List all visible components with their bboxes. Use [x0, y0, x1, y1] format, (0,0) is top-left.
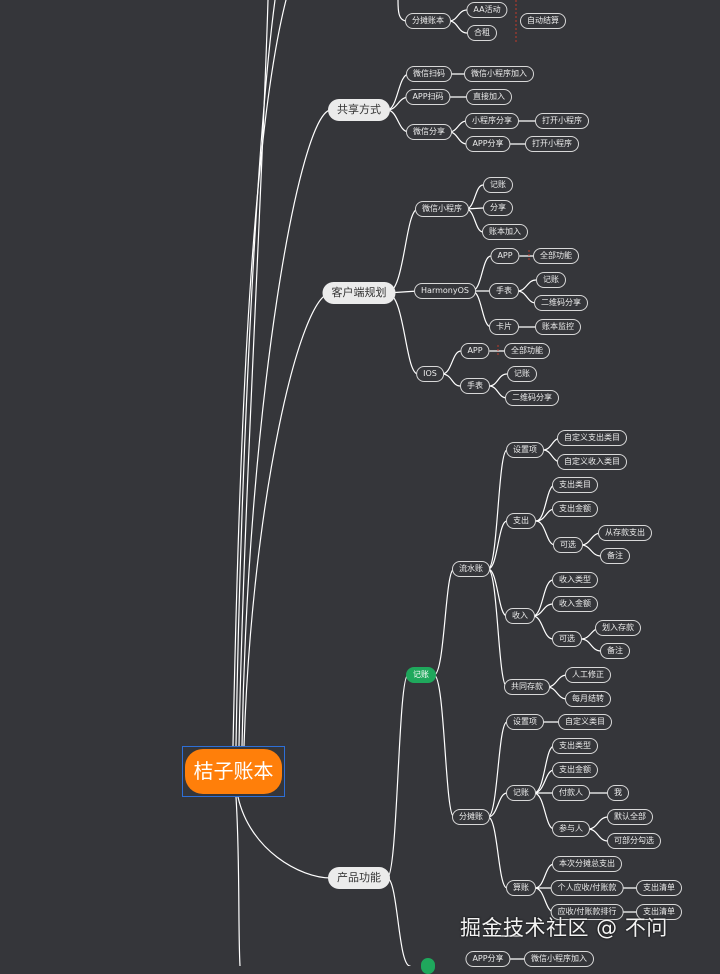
node-fenxiang[interactable]: 分享 — [483, 200, 513, 216]
node-zhangben-join[interactable]: 账本加入 — [482, 224, 528, 240]
node-zdy-in[interactable]: 自定义收入类目 — [557, 454, 627, 470]
node-zdy-lm[interactable]: 自定义类目 — [558, 714, 612, 730]
node-app-share[interactable]: APP分享 — [465, 136, 511, 152]
node-from-save[interactable]: 从存款支出 — [598, 525, 652, 541]
node-gongtong[interactable]: 共同存款 — [504, 679, 550, 695]
node-zidong[interactable]: 自动结算 — [520, 13, 566, 29]
node-aa[interactable]: AA活动 — [466, 2, 508, 18]
node-h-qr[interactable]: 二维码分享 — [534, 295, 588, 311]
node-b-app-share[interactable]: APP分享 — [465, 951, 511, 967]
node-h-all[interactable]: 全部功能 — [533, 248, 579, 264]
node-wxscan[interactable]: 微信扫码 — [406, 66, 452, 82]
node-ios[interactable]: IOS — [416, 366, 444, 382]
node-zcqd-2[interactable]: 支出清单 — [636, 904, 682, 920]
node-canyu[interactable]: 参与人 — [552, 821, 590, 837]
node-wx-mini[interactable]: 微信小程序 — [415, 201, 469, 217]
node-h-app[interactable]: APP — [490, 248, 520, 264]
node-h-jz[interactable]: 记账 — [536, 272, 566, 288]
node-zcqd-1[interactable]: 支出清单 — [636, 880, 682, 896]
node-jizhang-2[interactable]: 记账 — [506, 785, 536, 801]
node-b-wx-join[interactable]: 微信小程序加入 — [524, 951, 594, 967]
node-zc-lx[interactable]: 支出类型 — [552, 738, 598, 754]
root-node[interactable]: 桔子账本 — [185, 749, 282, 794]
node-paihang[interactable]: 应收/付账款排行 — [550, 904, 624, 920]
node-zc-je-2[interactable]: 支出金额 — [552, 762, 598, 778]
node-zc-lm[interactable]: 支出类目 — [552, 477, 598, 493]
node-shezhi-1[interactable]: 设置项 — [506, 442, 544, 458]
node-i-jz[interactable]: 记账 — [507, 366, 537, 382]
node-fenzhang[interactable]: 分摊账本 — [405, 13, 451, 29]
node-appscan[interactable]: APP扫码 — [405, 89, 451, 105]
node-suanzhang[interactable]: 算账 — [506, 880, 536, 896]
node-h-card[interactable]: 卡片 — [489, 319, 519, 335]
node-harmony[interactable]: HarmonyOS — [414, 283, 476, 299]
node-kehuduan[interactable]: 客户端规划 — [322, 282, 396, 304]
root-node-selected[interactable]: 桔子账本 — [182, 746, 285, 797]
node-open-mini-1[interactable]: 打开小程序 — [535, 113, 589, 129]
node-kexuan-2[interactable]: 可选 — [552, 631, 582, 647]
node-meiyue[interactable]: 每月结转 — [565, 691, 611, 707]
node-shezhi-2[interactable]: 设置项 — [506, 714, 544, 730]
node-to-save[interactable]: 划入存款 — [595, 620, 641, 636]
node-wxshare[interactable]: 微信分享 — [406, 124, 452, 140]
node-moren[interactable]: 默认全部 — [607, 809, 653, 825]
node-beizhu-1[interactable]: 备注 — [600, 548, 630, 564]
node-open-mini-2[interactable]: 打开小程序 — [525, 136, 579, 152]
node-sr-lx[interactable]: 收入类型 — [552, 572, 598, 588]
node-chanpin[interactable]: 产品功能 — [328, 867, 390, 889]
node-jizhang-a[interactable]: 记账 — [483, 177, 513, 193]
node-zhichu[interactable]: 支出 — [506, 513, 536, 529]
node-h-monitor[interactable]: 账本监控 — [535, 319, 581, 335]
node-bencizong[interactable]: 本次分摊总支出 — [552, 856, 622, 872]
node-mini-share[interactable]: 小程序分享 — [465, 113, 519, 129]
node-wxmini-join[interactable]: 微信小程序加入 — [464, 66, 534, 82]
node-i-app[interactable]: APP — [460, 343, 490, 359]
node-sr-je[interactable]: 收入金额 — [552, 596, 598, 612]
watermark: 掘金技术社区 @ 不问 — [460, 916, 668, 940]
node-wo[interactable]: 我 — [607, 785, 629, 801]
node-gongxiang[interactable]: 共享方式 — [328, 99, 390, 121]
node-jizhang[interactable]: 记账 — [406, 667, 436, 683]
node-beizhu-2[interactable]: 备注 — [600, 643, 630, 659]
node-shouru[interactable]: 收入 — [505, 608, 535, 624]
node-rengong[interactable]: 人工修正 — [565, 667, 611, 683]
node-geren[interactable]: 个人应收/付账款 — [550, 880, 624, 896]
node-i-watch[interactable]: 手表 — [460, 378, 490, 394]
node-kexuan-1[interactable]: 可选 — [553, 537, 583, 553]
node-kebufen[interactable]: 可部分勾选 — [607, 833, 661, 849]
node-i-all[interactable]: 全部功能 — [504, 343, 550, 359]
node-fentan[interactable]: 分摊账 — [452, 809, 490, 825]
node-zdy-out[interactable]: 自定义支出类目 — [557, 430, 627, 446]
node-h-watch[interactable]: 手表 — [489, 283, 519, 299]
node-direct-join[interactable]: 直接加入 — [466, 89, 512, 105]
node-i-qr[interactable]: 二维码分享 — [505, 390, 559, 406]
node-heju[interactable]: 合租 — [467, 25, 497, 41]
node-bottom-green[interactable] — [421, 958, 435, 974]
node-fukuan[interactable]: 付款人 — [552, 785, 590, 801]
node-liushui[interactable]: 流水账 — [452, 561, 490, 577]
node-zc-je[interactable]: 支出金额 — [552, 501, 598, 517]
